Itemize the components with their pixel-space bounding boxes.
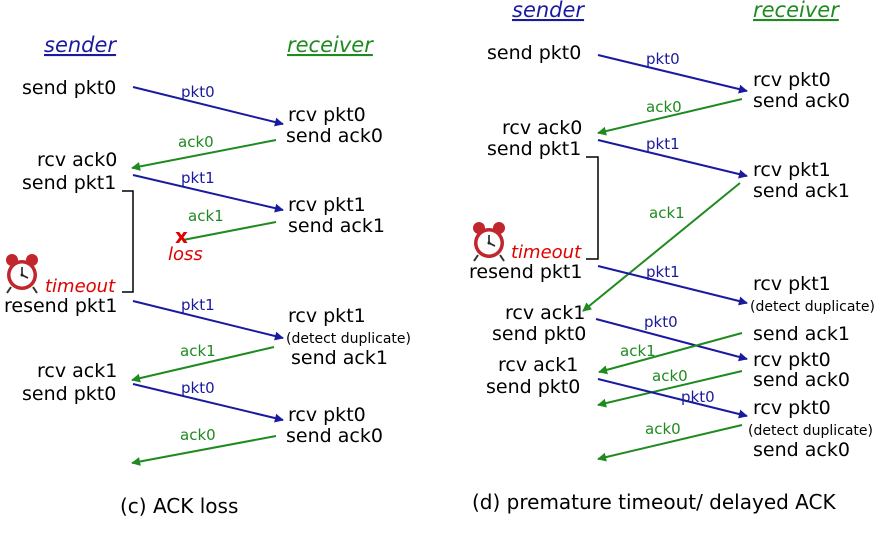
sender-event: rcv ack1 [505,302,585,324]
message-label: pkt1 [646,263,680,281]
receiver-event: rcv pkt0 [753,349,831,371]
timeout-label: timeout [511,242,582,263]
message-label: ack1 [180,342,216,360]
pkt-arrow [597,265,748,306]
receiver-event: send ack1 [291,347,388,369]
pkt-arrow [595,318,748,362]
receiver-event: rcv pkt0 [753,397,831,419]
sender-event: rcv ack1 [37,360,117,382]
receiver-event: send ack0 [753,439,850,461]
message-label: pkt1 [181,296,215,314]
pkt-arrow [132,300,284,341]
loss-label: loss [168,244,203,265]
timeout-interval-bracket [122,190,134,293]
sender-event: rcv ack0 [502,117,582,139]
receiver-event: rcv pkt0 [753,69,831,91]
alarm-clock-icon [472,221,506,262]
sender-header: sender [44,33,117,57]
pkt-arrow [132,383,284,423]
sender-event: send pkt0 [22,77,116,99]
receiver-event: rcv pkt1 [753,159,831,181]
message-label: ack0 [180,426,216,444]
message-label: pkt0 [181,379,215,397]
sender-event: resend pkt1 [4,295,117,317]
ack-arrow [597,370,743,408]
pkt-arrow [132,174,284,213]
receiver-event: send ack1 [753,323,850,345]
ack-arrow [131,435,277,466]
message-label: pkt0 [646,50,680,68]
receiver-event: rcv pkt1 [288,194,366,216]
message-label: ack1 [188,207,224,225]
receiver-event: send ack0 [286,425,383,447]
ack-arrow [582,182,741,312]
pkt-arrow [597,139,748,179]
receiver-header: receiver [753,0,840,22]
caption: (c) ACK loss [120,494,238,518]
message-label: ack0 [652,367,688,385]
sender-event: send pkt0 [492,323,586,345]
panel-ack-loss: sender receiver send pkt0 rcv ack0 send … [4,33,411,518]
alarm-clock-icon [5,253,39,294]
ack-arrow [598,332,743,375]
receiver-event: send ack1 [288,215,385,237]
receiver-event: send ack0 [753,369,850,391]
message-label: ack0 [178,133,214,151]
pkt-arrow [132,86,284,127]
ack-arrow-lost [182,221,277,241]
timeout-label: timeout [45,276,116,297]
sender-event: rcv ack0 [37,149,117,171]
caption: (d) premature timeout/ delayed ACK [472,490,836,514]
timeout-interval-bracket [586,156,599,260]
message-label: ack1 [620,342,656,360]
sender-event: send pkt0 [487,42,581,64]
message-label: pkt0 [181,83,215,101]
pkt-arrow [597,378,748,419]
sender-event: send pkt0 [486,376,580,398]
sender-header: sender [512,0,585,22]
message-label: pkt0 [681,388,715,406]
panel-premature-timeout: sender receiver send pkt0 rcv ack0 send … [469,0,875,514]
receiver-event: rcv pkt0 [288,404,366,426]
sender-event: send pkt1 [487,138,581,160]
message-label: ack1 [649,204,685,222]
ack-arrow [597,98,743,136]
receiver-event: send ack0 [753,90,850,112]
message-label: pkt1 [181,169,215,187]
ack-arrow [597,424,743,462]
receiver-event: rcv pkt1 [753,273,831,295]
receiver-event: (detect duplicate) [748,423,873,439]
message-label: ack0 [645,420,681,438]
receiver-event: (detect duplicate) [286,331,411,347]
receiver-event: rcv pkt0 [288,104,366,126]
loss-x-icon: x [175,224,188,248]
ack-arrow [131,139,277,171]
message-label: pkt0 [644,313,678,331]
message-label: pkt1 [646,135,680,153]
sender-event: rcv ack1 [498,354,578,376]
receiver-event: send ack0 [286,125,383,147]
message-label: ack0 [646,98,682,116]
ack-arrow [131,346,275,383]
sender-event: send pkt1 [22,172,116,194]
pkt-arrow [597,54,748,94]
receiver-header: receiver [287,33,374,57]
sender-event: send pkt0 [22,383,116,405]
receiver-event: (detect duplicate) [750,299,875,315]
receiver-event: rcv pkt1 [288,305,366,327]
receiver-event: send ack1 [753,180,850,202]
sender-event: resend pkt1 [469,261,582,283]
